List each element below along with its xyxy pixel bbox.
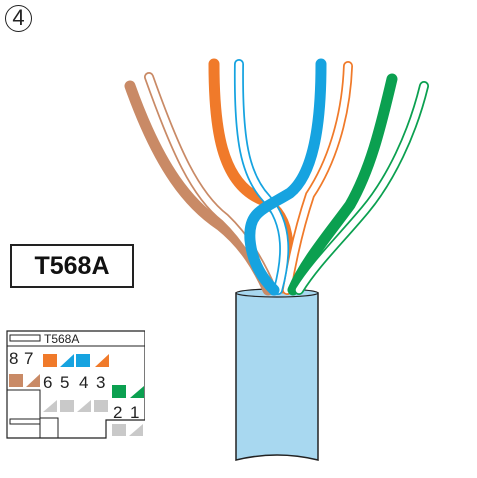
pin-label-7: 7	[24, 349, 33, 368]
pin-2-swatch	[112, 385, 126, 398]
pin-label-8: 8	[9, 349, 18, 368]
pin-label-2: 2	[113, 403, 122, 422]
pin-label-6: 6	[43, 373, 52, 392]
pin-1-swatch	[130, 386, 144, 398]
wire-green	[287, 73, 398, 296]
pin-6-swatch	[43, 354, 57, 367]
pin-label-1: 1	[130, 403, 139, 422]
pin-4-swatch-blue	[60, 354, 74, 367]
pin-8-swatch	[9, 374, 23, 387]
standard-label-box: T568A	[10, 244, 134, 288]
wire-blue	[244, 58, 327, 296]
step-number-badge: 4	[5, 5, 32, 32]
cable-jacket	[235, 292, 319, 461]
pin-7-swatch	[26, 374, 40, 387]
pin-label-3: 3	[96, 373, 105, 392]
pin-3-swatch	[95, 354, 109, 367]
pin-label-4: 4	[79, 373, 88, 392]
jack-title: T568A	[44, 332, 79, 346]
jack-pinout-diagram: T568A 8 7 6 5 4 3 2 1	[6, 330, 145, 439]
pin-4-swatch	[76, 354, 90, 367]
pin-label-5: 5	[60, 373, 69, 392]
